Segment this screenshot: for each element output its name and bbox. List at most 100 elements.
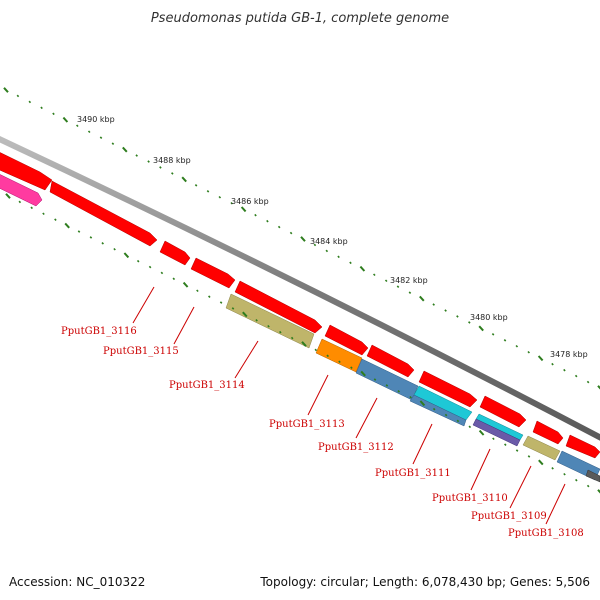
scale-tick (478, 429, 485, 436)
scale-tick (326, 354, 329, 358)
scale-tick (3, 87, 9, 93)
gene-feature[interactable] (418, 370, 478, 408)
scale-tick (76, 124, 79, 128)
gene-label-3113[interactable]: PputGB1_3113 (269, 419, 345, 430)
scale-tick (230, 201, 233, 205)
scale-tick (456, 315, 459, 318)
gene-feature[interactable] (159, 240, 191, 266)
scale-tick (240, 206, 247, 213)
scale-tick (409, 395, 412, 399)
gene-feature[interactable] (522, 435, 561, 461)
scale-tick (597, 385, 600, 390)
scale-tick (5, 193, 11, 199)
gene-label-3115[interactable]: PputGB1_3115 (103, 346, 179, 357)
gene-feature[interactable] (234, 280, 323, 334)
gene-label-3109[interactable]: PputGB1_3109 (471, 511, 547, 522)
scale-tick (325, 249, 329, 253)
scale-tick (468, 425, 472, 429)
scale-tick (62, 116, 69, 123)
scale-tick-label-3490: 3490 kbp (77, 115, 115, 124)
scale-tick (385, 384, 389, 387)
scale-tick (397, 390, 400, 393)
scale-tick (87, 130, 91, 134)
gene-label-3116[interactable]: PputGB1_3116 (61, 326, 137, 337)
gene-feature[interactable] (324, 324, 369, 356)
scale-tick (597, 489, 600, 494)
gene-feature[interactable] (0, 172, 43, 207)
scale-tick (194, 184, 198, 187)
gene-feature[interactable] (479, 395, 527, 428)
scale-tick (231, 307, 235, 310)
gene-feature[interactable] (366, 344, 415, 378)
scale-tick-label-3484: 3484 kbp (310, 237, 348, 246)
scale-tick-label-3482: 3482 kbp (390, 276, 428, 285)
scale-tick (219, 301, 223, 304)
scale-tick (432, 407, 436, 411)
gene-label-3114[interactable]: PputGB1_3114 (169, 380, 245, 391)
gene-label-3110[interactable]: PputGB1_3110 (432, 493, 508, 504)
gene-label-3112[interactable]: PputGB1_3112 (318, 442, 394, 453)
scale-tick (147, 160, 150, 163)
gene-feature[interactable] (565, 434, 600, 459)
scale-tick (16, 94, 20, 98)
scale-tick (478, 325, 484, 332)
scale-tick (28, 100, 32, 104)
scale-tick (503, 339, 507, 342)
scale-tick (277, 225, 281, 229)
gene-feature[interactable] (472, 418, 521, 447)
scale-tick (113, 247, 116, 251)
gene-feature[interactable] (315, 338, 363, 373)
scale-tick (111, 142, 115, 145)
scale-tick (30, 206, 33, 210)
scale-tick-label-3488: 3488 kbp (153, 156, 191, 165)
scale-tick (99, 136, 103, 139)
scale-tick (314, 348, 318, 352)
scale-tick (338, 360, 341, 364)
scale-tick (279, 330, 282, 334)
gene-feature[interactable] (49, 180, 158, 247)
scale-tick (313, 243, 317, 247)
gene-feature[interactable] (225, 293, 315, 349)
scale-tick (491, 333, 495, 336)
scale-tick (160, 271, 164, 275)
gene-feature[interactable] (585, 469, 600, 483)
scale-tick (384, 279, 388, 283)
scale-tick (159, 166, 162, 169)
scale-tick (64, 222, 70, 229)
scale-tick (181, 176, 187, 183)
gene-feature[interactable] (190, 257, 236, 289)
scale-tick (350, 366, 353, 369)
scale-tick (171, 172, 174, 175)
scale-tick (456, 419, 460, 423)
scale-tick (373, 378, 377, 381)
genome-backbone (0, 136, 600, 441)
scale-tick (122, 146, 128, 153)
scale-tick (101, 242, 104, 245)
scale-tick (218, 195, 222, 199)
gene-label-3108[interactable]: PputGB1_3108 (508, 528, 584, 539)
scale-tick (301, 341, 307, 347)
scale-tick (123, 252, 130, 259)
scale-tick (255, 319, 258, 322)
scale-tick (242, 311, 248, 318)
gene-feature[interactable] (409, 394, 467, 427)
scale-tick (574, 374, 578, 378)
scale-tick (504, 443, 507, 446)
scale-tick (419, 400, 426, 407)
scale-tick (89, 236, 93, 239)
scale-tick (337, 255, 340, 259)
gene-label-3111[interactable]: PputGB1_3111 (375, 468, 451, 479)
scale-tick-label-3480: 3480 kbp (470, 313, 508, 322)
gene-feature[interactable] (532, 420, 564, 445)
scale-tick (537, 355, 544, 362)
scale-tick (527, 455, 531, 458)
scale-tick (54, 218, 57, 221)
scale-tick (289, 231, 293, 235)
gene-feature[interactable] (0, 150, 53, 191)
scale-tick (182, 281, 189, 288)
scale-tick (373, 273, 376, 277)
scale-tick (52, 112, 55, 116)
scale-tick (254, 213, 257, 217)
scale-tick-label-3486: 3486 kbp (231, 197, 269, 206)
